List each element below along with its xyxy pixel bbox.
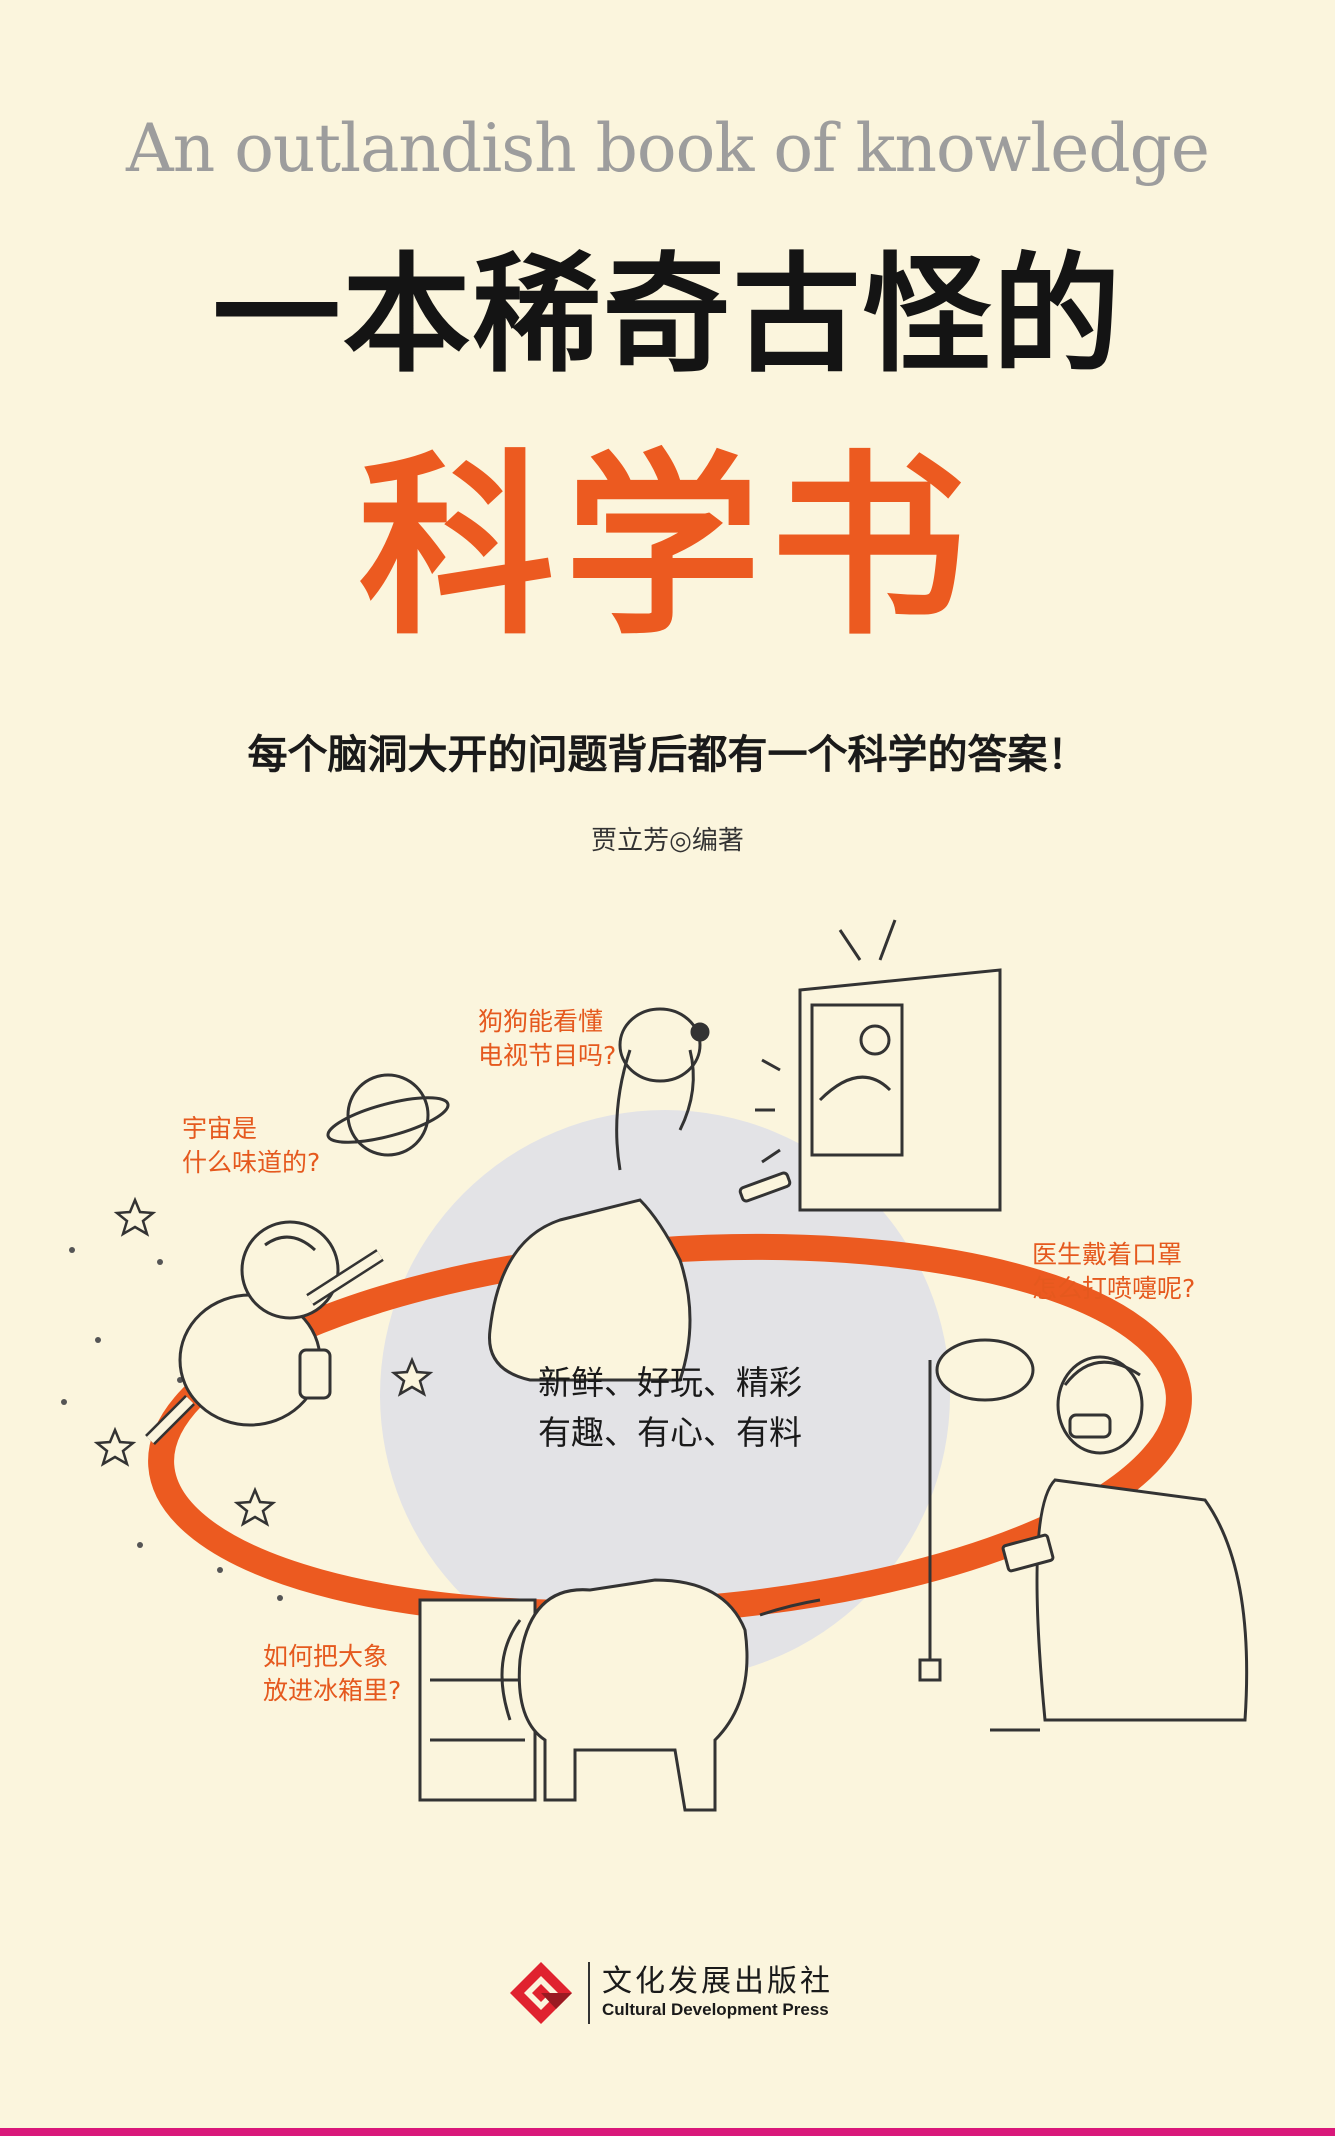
tagline: 每个脑洞大开的问题背后都有一个科学的答案！ [247,732,1088,778]
doctor-drawing [918,1338,1249,1732]
question-doctor-line-1: 医生戴着口罩 [1032,1240,1183,1269]
question-space-line-1: 宇宙是 [182,1114,258,1143]
publisher-name-cn: 文化发展出版社 [602,1964,833,1999]
question-doctor: 医生戴着口罩 怎么打喷嚏呢? [1032,1238,1195,1306]
question-elephant-line-1: 如何把大象 [263,1642,389,1671]
english-subtitle: An outlandish book of knowledge [126,110,1210,187]
center-slogan: 新鲜、好玩、精彩 有趣、有心、有料 [520,1358,820,1457]
question-dog-line-2: 电视节目吗? [478,1040,617,1070]
question-doctor-line-2: 怎么打喷嚏呢? [1032,1273,1196,1303]
astronaut-drawing [145,1220,384,1445]
publisher-mark: 文化发展出版社 Cultural Development Press [508,1952,848,2032]
author-credit: 贾立芳◎编著 [591,826,744,856]
question-dog: 狗狗能看懂 电视节目吗? [478,1005,616,1073]
star-icon [93,1196,434,1527]
dog-drawing [488,1007,792,1382]
planet-icon [326,1073,450,1157]
question-elephant-line-2: 放进冰箱里? [263,1675,402,1705]
cover-illustration [61,919,1249,1812]
center-slogan-line-2: 有趣、有心、有料 [538,1412,802,1452]
question-space: 宇宙是 什么味道的? [182,1112,320,1180]
elephant-drawing [418,1578,821,1812]
publisher-logo-icon [510,1962,572,2024]
bottom-border [0,2128,1335,2136]
tv-drawing [755,919,1002,1212]
question-space-line-2: 什么味道的? [182,1147,321,1177]
question-dog-line-1: 狗狗能看懂 [478,1007,604,1036]
title-line-1: 一本稀奇古怪的 [212,241,1123,390]
publisher-name-en: Cultural Development Press [602,2000,829,2019]
center-slogan-line-1: 新鲜、好玩、精彩 [538,1363,802,1402]
question-elephant: 如何把大象 放进冰箱里? [263,1640,401,1708]
publisher-divider [588,1962,590,2024]
title-line-2: 科学书 [358,434,977,662]
